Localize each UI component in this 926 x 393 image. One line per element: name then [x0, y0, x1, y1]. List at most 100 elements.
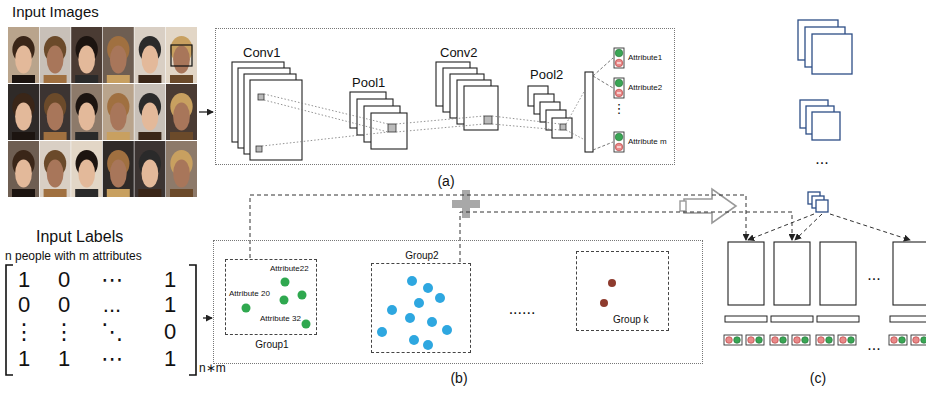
layer-name: Conv1	[243, 46, 281, 60]
attribute-icon	[816, 335, 834, 345]
projection-line	[566, 130, 585, 140]
attribute-label: Attribute m	[628, 138, 667, 147]
hollow-arrow-tail	[680, 201, 686, 211]
projection-line	[396, 124, 484, 132]
attribute-dot	[298, 291, 307, 300]
receptive-field	[388, 124, 396, 132]
attribute-dot	[281, 278, 290, 287]
group-box: Group2	[371, 263, 471, 353]
feature-map	[816, 200, 828, 212]
receptive-field	[256, 146, 262, 152]
photo-face	[47, 102, 64, 130]
attribute-dot	[427, 317, 437, 327]
feature-map	[812, 34, 852, 74]
receptive-field	[258, 94, 264, 100]
positive-dot	[734, 337, 741, 344]
negative-dot	[794, 337, 801, 344]
positive-dot	[615, 79, 623, 87]
projection-line	[566, 90, 585, 124]
photo-face	[15, 159, 32, 187]
photo-face	[15, 102, 32, 130]
pool-layer	[371, 113, 407, 149]
attribute-icon	[614, 132, 624, 152]
positive-dot	[615, 133, 623, 141]
attribute-icon	[792, 335, 810, 345]
attribute-dot	[409, 335, 419, 345]
photo-face	[78, 159, 95, 187]
attribute-dot	[377, 327, 387, 337]
ellipsis: ⋮	[613, 102, 626, 116]
photo-background	[103, 84, 134, 140]
positive-dot	[615, 49, 623, 57]
negative-dot	[726, 337, 733, 344]
positive-dot	[780, 337, 787, 344]
ellipsis: ...	[867, 336, 880, 354]
pool-layer	[552, 118, 572, 138]
negative-dot	[891, 337, 898, 344]
attribute-icon	[724, 335, 742, 345]
panel-label: (c)	[810, 371, 826, 386]
ellipsis: ...	[867, 266, 880, 284]
matrix-caption: n people with m attributes	[5, 250, 142, 263]
projection-line	[264, 94, 388, 124]
photo-clothes	[170, 132, 193, 140]
attribute-dot	[600, 299, 608, 307]
projection-line	[264, 100, 388, 132]
layer-name: Conv2	[440, 46, 478, 60]
panel-label: (a)	[437, 174, 454, 189]
group-to-branch-line	[830, 214, 910, 240]
photo-face	[110, 159, 127, 187]
photo-clothes	[138, 75, 161, 83]
matrix-entry: ...	[103, 293, 121, 317]
photo-background	[8, 27, 39, 83]
attribute-icon	[889, 335, 907, 345]
matrix-entry: ⋯	[101, 347, 123, 371]
group-label: Group2	[405, 250, 438, 261]
layer-name: Pool1	[352, 76, 385, 90]
photo-face	[78, 102, 95, 130]
photo-background	[8, 84, 39, 140]
ellipsis: ......	[509, 300, 536, 318]
section-title: Input Images	[12, 4, 99, 21]
branch-output-bar	[890, 316, 926, 322]
branch-column	[820, 242, 856, 305]
group-to-branch-line	[748, 214, 814, 240]
negative-bar	[617, 62, 621, 63]
matrix-entry: 1	[164, 347, 176, 371]
output-line	[593, 58, 613, 76]
photo-clothes	[44, 75, 67, 83]
photo-clothes	[75, 189, 98, 197]
negative-dot	[748, 337, 755, 344]
negative-dot	[615, 59, 623, 67]
group-box: Group k	[576, 251, 669, 331]
photo-face	[142, 159, 159, 187]
projection-line	[492, 124, 560, 130]
photo-clothes	[138, 132, 161, 140]
attribute-icon	[614, 78, 624, 98]
matrix-entry: 1	[58, 347, 70, 371]
attribute-label: Attribute1	[628, 54, 662, 63]
photo-background	[134, 141, 165, 197]
section-title: Input Labels	[36, 228, 123, 246]
attribute-dot	[407, 276, 417, 286]
group-box: Attribute22Attribute 20Attribute 32Group…	[225, 259, 317, 335]
hollow-arrow	[684, 189, 736, 223]
matrix-entry: 1	[18, 347, 30, 371]
feature-map	[812, 112, 840, 140]
photo-clothes	[44, 189, 67, 197]
photo-face	[110, 102, 127, 130]
negative-dot	[615, 143, 623, 151]
face-detection-box	[171, 45, 192, 66]
attribute-dot	[414, 298, 424, 308]
photo-background	[40, 27, 71, 83]
photo-clothes	[12, 132, 35, 140]
attribute-icon	[838, 335, 856, 345]
matrix-entry: 0	[58, 268, 70, 292]
photo-clothes	[12, 75, 35, 83]
attribute-label: Attribute 20	[229, 290, 270, 299]
photo-background	[71, 141, 102, 197]
photo-face	[47, 45, 64, 73]
branch-column	[893, 242, 926, 305]
photo-clothes	[138, 189, 161, 197]
photo-background	[166, 141, 197, 197]
